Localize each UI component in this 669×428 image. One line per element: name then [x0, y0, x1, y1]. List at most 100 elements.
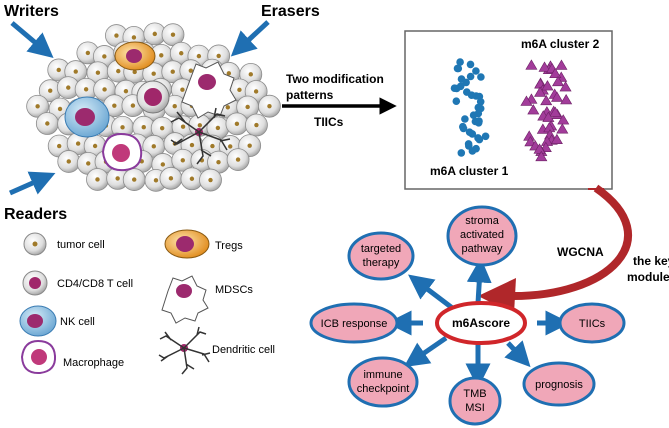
tumor-cell [66, 132, 90, 156]
arrow-to-stroma-pathway [466, 257, 492, 304]
targeted-therapy-line1: targeted [361, 243, 401, 255]
cluster-2-point [560, 93, 573, 105]
tiics-node-label: TIICs [579, 318, 606, 330]
cluster-2-point [535, 150, 548, 162]
tumor-cell [161, 60, 185, 84]
cluster-2-point [557, 114, 570, 125]
cluster-1-point [472, 144, 480, 153]
cluster-1-point [481, 132, 490, 141]
nk-cell-in-mass [64, 96, 110, 138]
tumor-cell [226, 148, 250, 172]
cluster-1-point [453, 64, 462, 73]
node-icb-response: ICB response [309, 302, 399, 344]
tumor-cell [159, 166, 183, 190]
cluster-1-point [457, 149, 466, 157]
tumor-cell [26, 94, 50, 118]
immune-checkpoint-line2: checkpoint [357, 383, 410, 395]
icb-response-label: ICB response [321, 318, 388, 330]
cluster-1-point [459, 124, 468, 133]
legend-dendritic-cell-label: Dendritic cell [212, 344, 275, 356]
cluster-1-point [461, 115, 469, 123]
cluster-1-point [450, 84, 459, 92]
node-prognosis: prognosis [522, 361, 596, 407]
cluster-1-point [476, 98, 485, 106]
wgcna-curved-arrow [507, 184, 632, 301]
cluster-2-point [533, 143, 546, 154]
macrophage-in-mass [101, 132, 143, 172]
cluster-2-point [556, 123, 569, 134]
readers-label: Readers [4, 206, 67, 223]
legend-nk-cell-icon [19, 305, 57, 337]
cluster-1-point [466, 60, 475, 69]
tumor-cell [180, 167, 204, 191]
cluster-1-point [472, 67, 480, 75]
modification-label-line2: patterns [286, 88, 334, 102]
tumor-cell [239, 62, 263, 86]
cluster-2-point [549, 67, 562, 78]
cluster-2-point [542, 111, 555, 122]
readers-arrow [8, 171, 56, 196]
legend-nk-cell-label: NK cell [60, 316, 95, 328]
legend-tumor-cell-label: tumor cell [57, 239, 105, 251]
cluster-1-point [466, 72, 475, 81]
tumor-cell [57, 150, 81, 173]
cluster-1-point [464, 140, 473, 148]
tumor-cell [199, 168, 222, 192]
targeted-therapy-line2: therapy [363, 257, 400, 269]
legend-tregs-label: Tregs [215, 240, 243, 252]
cluster-1-point [469, 111, 478, 119]
legend-dendritic-cell-icon [158, 326, 211, 375]
cluster-2-point [524, 136, 537, 147]
tumor-cell [171, 115, 195, 139]
arrow-to-immune-checkpoint [403, 335, 448, 368]
tumor-cell [245, 113, 268, 137]
cluster-1-point [452, 97, 461, 105]
msi-label: MSI [465, 402, 485, 414]
cluster-2-point [527, 104, 540, 115]
tumor-cell [161, 23, 185, 47]
immune-checkpoint-line1: immune [363, 369, 402, 381]
cluster-2-point [520, 95, 533, 106]
cd8-t-cell-in-mass [136, 80, 170, 114]
cluster-2-point [541, 80, 554, 91]
m6a-cluster-1-points [450, 58, 490, 157]
modification-label-line1: Two modification [286, 72, 384, 86]
node-tiics: TIICs [558, 302, 626, 344]
cluster-2-point [552, 75, 565, 87]
legend-tregs-icon [164, 229, 210, 259]
writers-label: Writers [4, 3, 59, 20]
cluster-2-point [534, 86, 547, 97]
tumor-cell [56, 76, 80, 100]
cluster-2-point [550, 133, 563, 144]
treg-cell-in-mass [114, 41, 156, 71]
dendritic-cell-in-mass [170, 107, 231, 165]
node-m6ascore: m6Ascore [435, 301, 527, 345]
node-targeted-therapy: targeted therapy [347, 231, 415, 281]
m6a-cluster-2-points [520, 59, 573, 162]
wgcna-label: WGCNA [557, 245, 604, 259]
node-tmb-msi: TMB MSI [448, 376, 502, 426]
cluster-2-point [538, 61, 551, 72]
cluster-1-point [462, 78, 470, 87]
cluster-2-point [549, 106, 562, 117]
legend-mdscs-icon [161, 275, 209, 324]
writers-arrow [10, 21, 54, 59]
erasers-label: Erasers [261, 3, 320, 20]
tumor-cell [86, 168, 109, 191]
tumor-cell [258, 94, 281, 118]
node-immune-checkpoint: immune checkpoint [347, 356, 419, 408]
stroma-line1: stroma [465, 215, 500, 227]
legend: tumor cell CD4/CD8 T cell NK cell Macrop… [19, 229, 275, 375]
cluster-1-point [477, 73, 485, 81]
cluster-2-point [550, 91, 564, 102]
tmb-label: TMB [463, 388, 486, 400]
stroma-line3: pathway [462, 243, 503, 255]
legend-t-cell-icon [22, 270, 48, 296]
legend-macrophage-icon [20, 339, 57, 375]
tumor-cell [35, 112, 59, 135]
cluster-1-point [465, 128, 474, 136]
key-module-line1: the key [633, 254, 669, 268]
legend-t-cell-label: CD4/CD8 T cell [57, 278, 133, 290]
stroma-line2: activated [460, 229, 504, 241]
